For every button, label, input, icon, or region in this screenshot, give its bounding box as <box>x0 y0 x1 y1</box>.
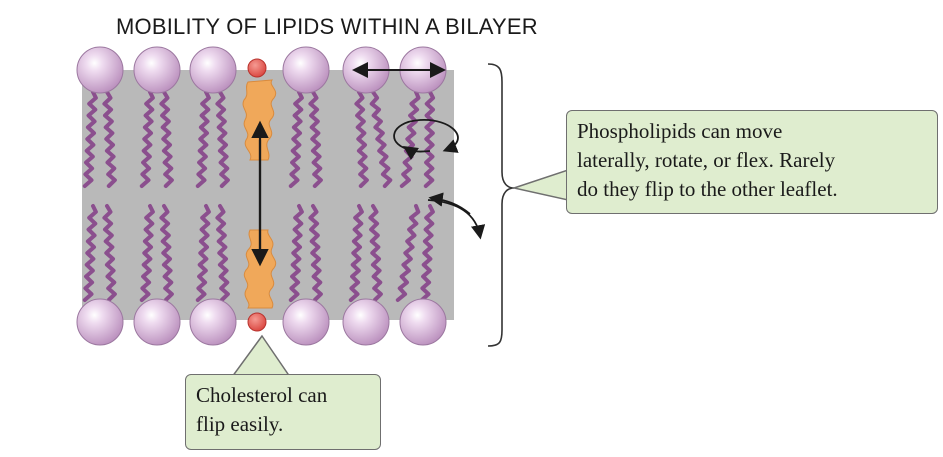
phospholipid-callout: Phospholipids can move laterally, rotate… <box>566 110 938 214</box>
diagram-title: MOBILITY OF LIPIDS WITHIN A BILAYER <box>116 14 538 39</box>
lipid-tail <box>423 90 436 188</box>
phospholipid-head <box>189 298 237 346</box>
lipid-tail <box>139 204 155 302</box>
phospholipid-head <box>76 298 124 346</box>
lipid-tail <box>399 90 421 188</box>
lipid-heads <box>76 46 447 346</box>
flex-arrow-back <box>428 192 471 215</box>
lipid-tail <box>195 204 211 302</box>
phospholipid-callout-line-3: do they flip to the other leaflet. <box>577 177 838 201</box>
lipid-tail <box>308 204 323 302</box>
phospholipid-head <box>342 298 390 346</box>
lipid-tails <box>82 90 436 302</box>
lipid-tail <box>102 204 117 302</box>
lipid-tail <box>348 204 364 302</box>
phospholipid-head <box>282 46 330 94</box>
lipid-tail <box>215 90 230 188</box>
cholesterol-upper <box>242 58 277 161</box>
lipid-tail <box>419 204 435 302</box>
lipid-tail <box>102 90 117 188</box>
cholesterol-callout-pointer <box>230 334 292 378</box>
lipid-tail <box>395 204 421 302</box>
cholesterol-callout-line-2: flip easily. <box>196 412 284 436</box>
phospholipid-callout-line-2: laterally, rotate, or flex. Rarely <box>577 148 836 172</box>
lipid-tail <box>215 204 230 302</box>
phospholipid-head <box>133 46 181 94</box>
cholesterol-callout: Cholesterol can flip easily. <box>185 374 381 450</box>
lipid-tail <box>159 90 174 188</box>
lipid-tail <box>195 90 211 188</box>
lipid-tail <box>159 204 174 302</box>
phospholipid-callout-line-1: Phospholipids can move <box>577 119 783 143</box>
phospholipid-head <box>399 298 447 346</box>
phospholipid-callout-pointer <box>511 168 569 201</box>
lipid-tail <box>139 90 155 188</box>
lipid-tail <box>369 90 393 188</box>
bilayer-bracket <box>487 63 515 347</box>
phospholipid-head <box>133 298 181 346</box>
phospholipid-head <box>282 298 330 346</box>
cholesterol-head-lower <box>247 312 267 332</box>
lipid-tail <box>308 90 323 188</box>
lipid-tail <box>288 204 304 302</box>
lipid-tail <box>368 204 383 302</box>
phospholipid-head <box>76 46 124 94</box>
cholesterol-head-upper <box>247 58 267 78</box>
lipid-tail <box>354 90 369 188</box>
phospholipid-head <box>189 46 237 94</box>
lipid-tail <box>82 204 98 302</box>
rotation-arrow <box>393 119 459 153</box>
lipid-tail <box>82 90 98 188</box>
lipid-tail <box>288 90 304 188</box>
cholesterol-callout-line-1: Cholesterol can <box>196 383 328 407</box>
rotation-arrow-back <box>403 146 431 160</box>
